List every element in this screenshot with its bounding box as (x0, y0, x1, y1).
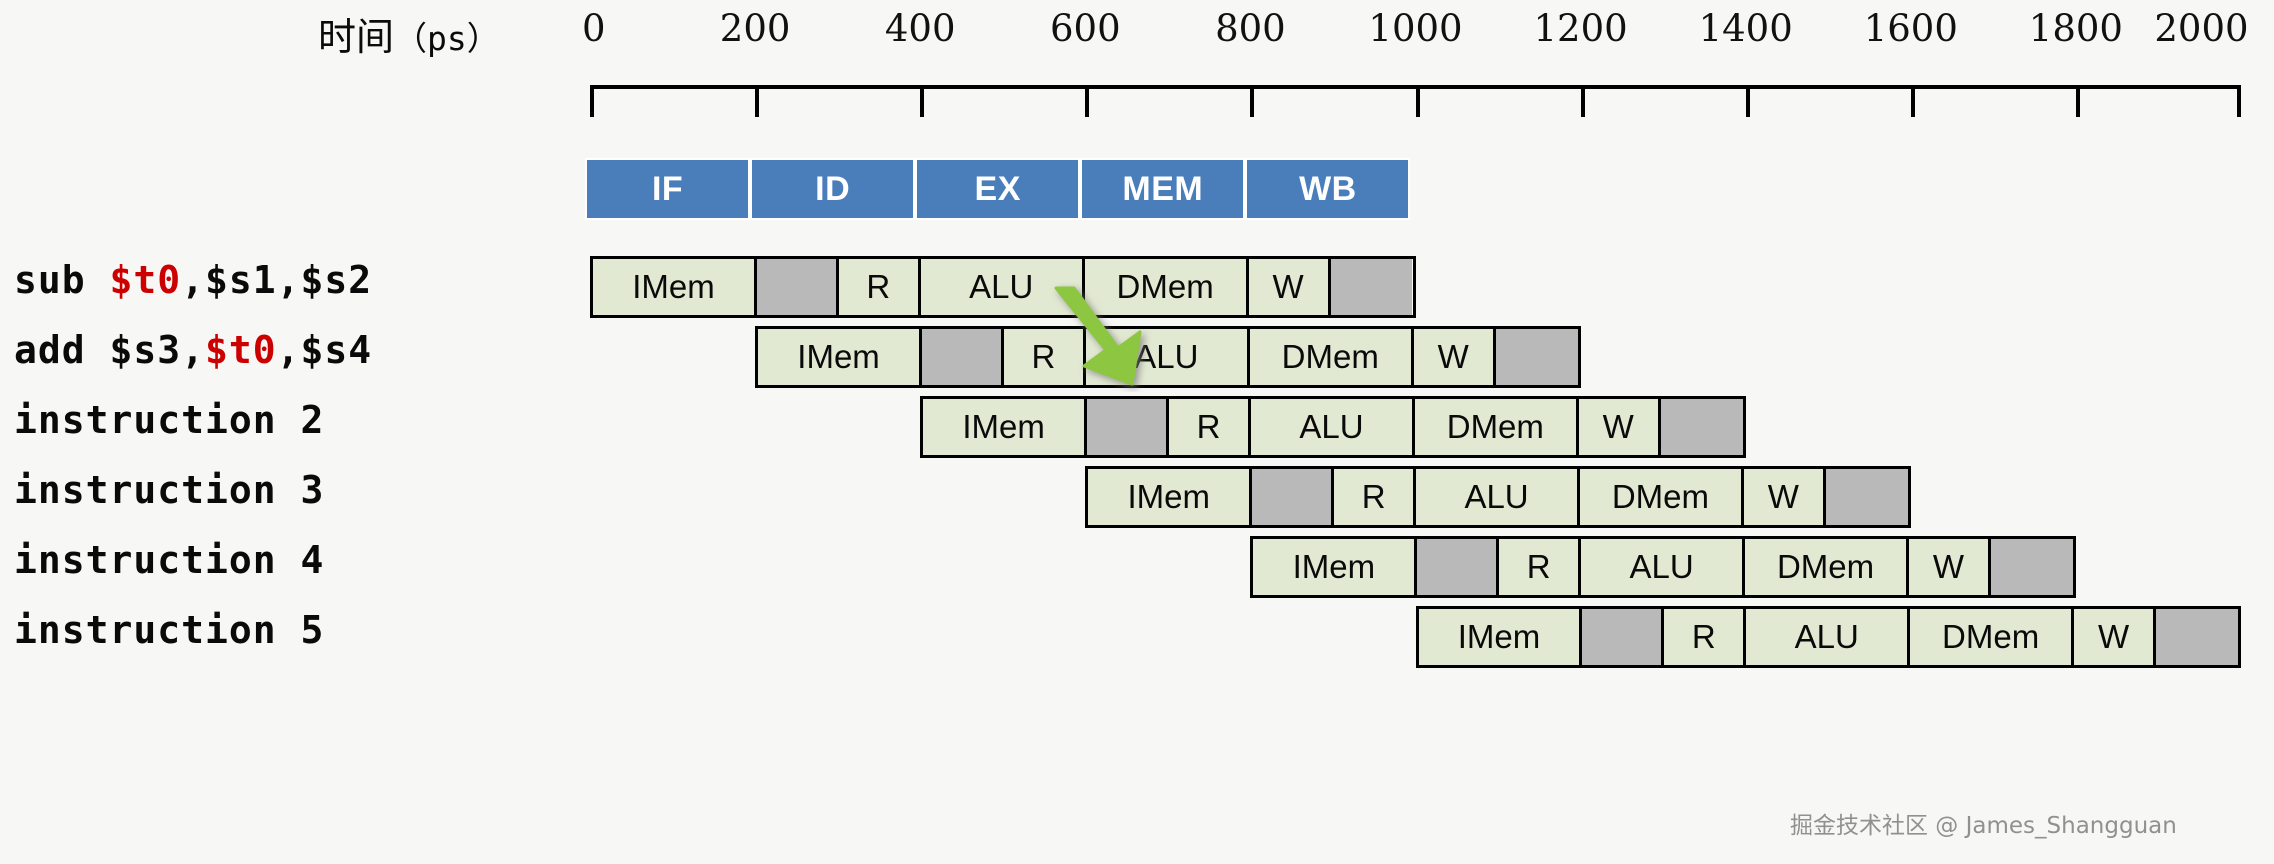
pipeline-cell-idle (1495, 329, 1578, 385)
time-axis-ruler (590, 85, 2241, 117)
pipeline-cell-idle (1087, 399, 1170, 455)
watermark: 掘金技术社区 @ James_Shangguan (1790, 813, 2177, 839)
axis-tick-mark (2075, 89, 2080, 117)
time-axis-title: 时间（ps） (318, 6, 500, 61)
axis-tick-mark (1580, 89, 1585, 117)
axis-tick-label: 1800 (2028, 7, 2123, 50)
pipeline-cell-alu: ALU (1581, 539, 1746, 595)
stage-header-wb: WB (1245, 158, 1411, 220)
pipeline-cell-dmem: DMem (1414, 399, 1579, 455)
highlighted-register: $t0 (109, 258, 182, 302)
axis-tick-mark (920, 89, 925, 117)
pipeline-cell-w: W (2074, 609, 2157, 665)
instruction-label-4: instruction 4 (14, 538, 324, 582)
instruction-text-suffix: ,$s1,$s2 (181, 258, 373, 302)
pipeline-cell-w: W (1248, 259, 1331, 315)
pipeline-cell-w: W (1908, 539, 1991, 595)
axis-tick-label: 2000 (2154, 7, 2249, 50)
pipeline-cell-idle (1417, 539, 1500, 595)
axis-tick-mark (590, 89, 594, 117)
instruction-label-0: sub $t0,$s1,$s2 (14, 258, 372, 302)
pipeline-cell-w: W (1743, 469, 1826, 525)
pipeline-cell-imem: IMem (1253, 539, 1418, 595)
instruction-text: instruction 5 (14, 608, 325, 652)
axis-tick-label: 200 (719, 7, 791, 50)
time-axis-tick-labels: 0 200 400 600 800 1000 1200 1400 1600 1800 2000 (582, 7, 2260, 53)
time-axis-title-cn: 时间 (318, 15, 395, 59)
pipeline-cell-w: W (1578, 399, 1661, 455)
instruction-text: instruction 2 (14, 398, 325, 442)
pipeline-cell-imem: IMem (593, 259, 757, 315)
stage-header-if: IF (585, 158, 751, 220)
pipeline-cell-dmem: DMem (1745, 539, 1909, 595)
pipeline-cell-r: R (1169, 399, 1251, 455)
instruction-text: instruction 3 (14, 468, 325, 512)
pipeline-cell-w: W (1413, 329, 1496, 385)
instruction-text-suffix: ,$s4 (276, 328, 373, 372)
axis-tick-label: 1400 (1698, 7, 1793, 50)
pipeline-cell-imem: IMem (1418, 609, 1583, 665)
pipeline-cell-dmem: DMem (1910, 609, 2075, 665)
time-axis-unit: （ps） (394, 19, 500, 58)
axis-tick-mark (1745, 89, 1750, 117)
pipeline-cell-alu: ALU (1746, 609, 1911, 665)
pipeline-cell-alu: ALU (920, 259, 1085, 315)
axis-tick-label: 0 (582, 7, 606, 50)
pipeline-cell-r: R (1499, 539, 1582, 595)
pipeline-cell-idle (1330, 259, 1413, 315)
axis-tick-mark (1415, 89, 1420, 117)
instruction-label-2: instruction 2 (14, 398, 324, 442)
stage-header-id: ID (750, 158, 916, 220)
instruction-text: instruction 4 (14, 538, 325, 582)
stage-header-mem: MEM (1080, 158, 1246, 220)
highlighted-register: $t0 (205, 328, 277, 372)
pipeline-cell-r: R (838, 259, 921, 315)
stage-header-ex: EX (915, 158, 1081, 220)
instruction-label-5: instruction 5 (14, 608, 324, 652)
pipeline-cell-alu: ALU (1250, 399, 1415, 455)
pipeline-cell-idle (1660, 399, 1743, 455)
axis-tick-label: 1600 (1863, 7, 1958, 50)
pipeline-cell-alu: ALU (1416, 469, 1580, 525)
instruction-text: add $s3, (14, 328, 206, 372)
pipeline-cell-dmem: DMem (1579, 469, 1744, 525)
pipeline-cell-idle (1990, 539, 2073, 595)
pipeline-cell-idle (1582, 609, 1665, 665)
instruction-text: sub (14, 258, 110, 302)
pipeline-cell-dmem: DMem (1249, 329, 1414, 385)
pipeline-cell-r: R (1003, 329, 1086, 385)
pipeline-cell-alu: ALU (1085, 329, 1250, 385)
axis-tick-label: 1200 (1533, 7, 1628, 50)
axis-tick-label: 1000 (1368, 7, 1463, 50)
instruction-label-3: instruction 3 (14, 468, 324, 512)
axis-tick-label: 600 (1049, 7, 1121, 50)
instruction-label-1: add $s3,$t0,$s4 (14, 328, 372, 372)
pipeline-cell-idle (2156, 609, 2238, 665)
axis-tick-label: 800 (1215, 7, 1286, 50)
axis-tick-mark (755, 89, 760, 117)
pipeline-cell-imem: IMem (758, 329, 922, 385)
axis-tick-mark (1910, 89, 1915, 117)
axis-tick-mark (2237, 89, 2241, 117)
pipeline-cell-idle (921, 329, 1004, 385)
pipeline-cell-r: R (1334, 469, 1417, 525)
pipeline-cell-idle (1252, 469, 1335, 525)
axis-tick-label: 400 (884, 7, 956, 50)
pipeline-cell-imem: IMem (1088, 469, 1253, 525)
pipeline-cell-dmem: DMem (1084, 259, 1249, 315)
axis-tick-mark (1250, 89, 1255, 117)
pipeline-cell-idle (1825, 469, 1908, 525)
pipeline-cell-r: R (1664, 609, 1747, 665)
pipeline-cell-imem: IMem (923, 399, 1088, 455)
axis-tick-mark (1085, 89, 1090, 117)
pipeline-cell-idle (756, 259, 839, 315)
